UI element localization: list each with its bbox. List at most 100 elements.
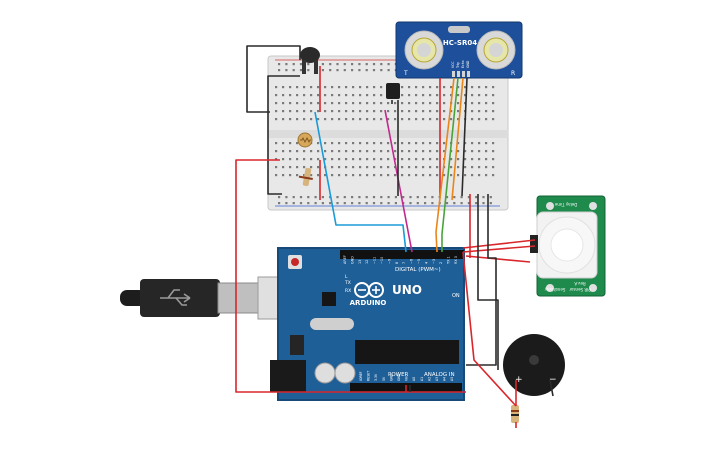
breadboard-hole xyxy=(422,110,425,113)
header-pin-label: GND xyxy=(389,373,393,381)
breadboard-hole xyxy=(492,94,495,97)
breadboard-hole xyxy=(359,94,362,97)
breadboard-hole xyxy=(285,63,288,66)
breadboard-hole xyxy=(331,150,334,153)
breadboard-hole xyxy=(373,110,376,113)
breadboard-hole xyxy=(401,174,404,177)
breadboard-hole xyxy=(471,142,474,145)
breadboard-hole xyxy=(475,196,478,199)
breadboard-hole xyxy=(338,86,341,89)
breadboard-hole xyxy=(359,86,362,89)
breadboard-hole xyxy=(338,142,341,145)
usb-icon xyxy=(160,289,191,306)
breadboard-hole xyxy=(317,158,320,161)
breadboard-hole xyxy=(394,150,397,153)
breadboard-hole xyxy=(282,86,285,89)
header-pin-label: 12 xyxy=(365,260,369,264)
breadboard-hole xyxy=(289,118,292,121)
breadboard-hole xyxy=(467,196,470,199)
breadboard-hole xyxy=(443,142,446,145)
breadboard-hole xyxy=(343,202,346,205)
power-label: POWER xyxy=(388,372,409,378)
breadboard-hole xyxy=(296,166,299,169)
breadboard-hole xyxy=(492,166,495,169)
breadboard-hole xyxy=(387,110,390,113)
breadboard-hole xyxy=(310,150,313,153)
breadboard-hole xyxy=(352,142,355,145)
breadboard-hole xyxy=(394,174,397,177)
breadboard-hole xyxy=(478,110,481,113)
breadboard-hole xyxy=(366,94,369,97)
ultrasonic-pin-label: Echo xyxy=(461,60,465,68)
breadboard-hole xyxy=(329,63,332,66)
breadboard-hole xyxy=(303,94,306,97)
breadboard-hole xyxy=(289,174,292,177)
breadboard-hole xyxy=(431,202,434,205)
pir-sensor: Delay Time PIR Sensor Rev.A Sensitivity xyxy=(530,195,606,297)
breadboard-hole xyxy=(331,166,334,169)
header-pin-label: 13 xyxy=(358,260,362,264)
ultrasonic-pin-label: GND xyxy=(466,60,470,68)
pir-label-bottom-1: PIR Sensor xyxy=(569,287,591,292)
breadboard-hole xyxy=(450,94,453,97)
breadboard-hole xyxy=(387,158,390,161)
breadboard-hole xyxy=(387,69,390,72)
breadboard-hole xyxy=(415,102,418,105)
breadboard-hole xyxy=(415,166,418,169)
breadboard-hole xyxy=(317,142,320,145)
breadboard-hole xyxy=(471,86,474,89)
digital-label: DIGITAL (PWM~) xyxy=(395,267,441,273)
breadboard-hole xyxy=(324,102,327,105)
breadboard-hole xyxy=(345,118,348,121)
pir-label-side: Sensitivity xyxy=(544,287,565,292)
breadboard-hole xyxy=(485,118,488,121)
breadboard-hole xyxy=(485,166,488,169)
breadboard-hole xyxy=(317,150,320,153)
breadboard-hole xyxy=(314,202,317,205)
breadboard-hole xyxy=(422,166,425,169)
breadboard-hole xyxy=(296,110,299,113)
breadboard-hole xyxy=(366,158,369,161)
breadboard-hole xyxy=(424,196,427,199)
breadboard-hole xyxy=(289,102,292,105)
breadboard-hole xyxy=(289,94,292,97)
breadboard-hole xyxy=(310,166,313,169)
breadboard-hole xyxy=(282,158,285,161)
breadboard-hole xyxy=(310,94,313,97)
breadboard-hole xyxy=(436,118,439,121)
breadboard-hole xyxy=(345,142,348,145)
transistor xyxy=(386,83,400,99)
breadboard-hole xyxy=(345,166,348,169)
breadboard-hole xyxy=(303,102,306,105)
breadboard-hole xyxy=(303,150,306,153)
breadboard-hole xyxy=(380,94,383,97)
breadboard-hole xyxy=(471,158,474,161)
breadboard-hole xyxy=(352,166,355,169)
breadboard-hole xyxy=(282,174,285,177)
breadboard-hole xyxy=(394,142,397,145)
breadboard-hole xyxy=(358,196,361,199)
header-pin-label: ~3 xyxy=(432,259,436,264)
breadboard-hole xyxy=(422,94,425,97)
header-pin-label: ~6 xyxy=(410,259,414,264)
breadboard-hole xyxy=(464,86,467,89)
breadboard-hole xyxy=(408,174,411,177)
breadboard-hole xyxy=(307,63,310,66)
breadboard-hole xyxy=(324,94,327,97)
breadboard-hole xyxy=(380,174,383,177)
wires xyxy=(235,45,554,428)
breadboard-hole xyxy=(282,102,285,105)
breadboard-hole xyxy=(457,110,460,113)
breadboard-hole xyxy=(331,102,334,105)
breadboard-hole xyxy=(373,102,376,105)
breadboard-hole xyxy=(387,174,390,177)
breadboard-hole xyxy=(457,94,460,97)
breadboard-hole xyxy=(464,102,467,105)
breadboard-hole xyxy=(429,150,432,153)
ultrasonic-pin xyxy=(452,71,455,77)
breadboard-hole xyxy=(402,196,405,199)
ultrasonic-pin xyxy=(457,71,460,77)
header-pin-label: A0 xyxy=(412,377,416,381)
breadboard-hole xyxy=(299,202,303,205)
breadboard-hole xyxy=(467,202,470,205)
